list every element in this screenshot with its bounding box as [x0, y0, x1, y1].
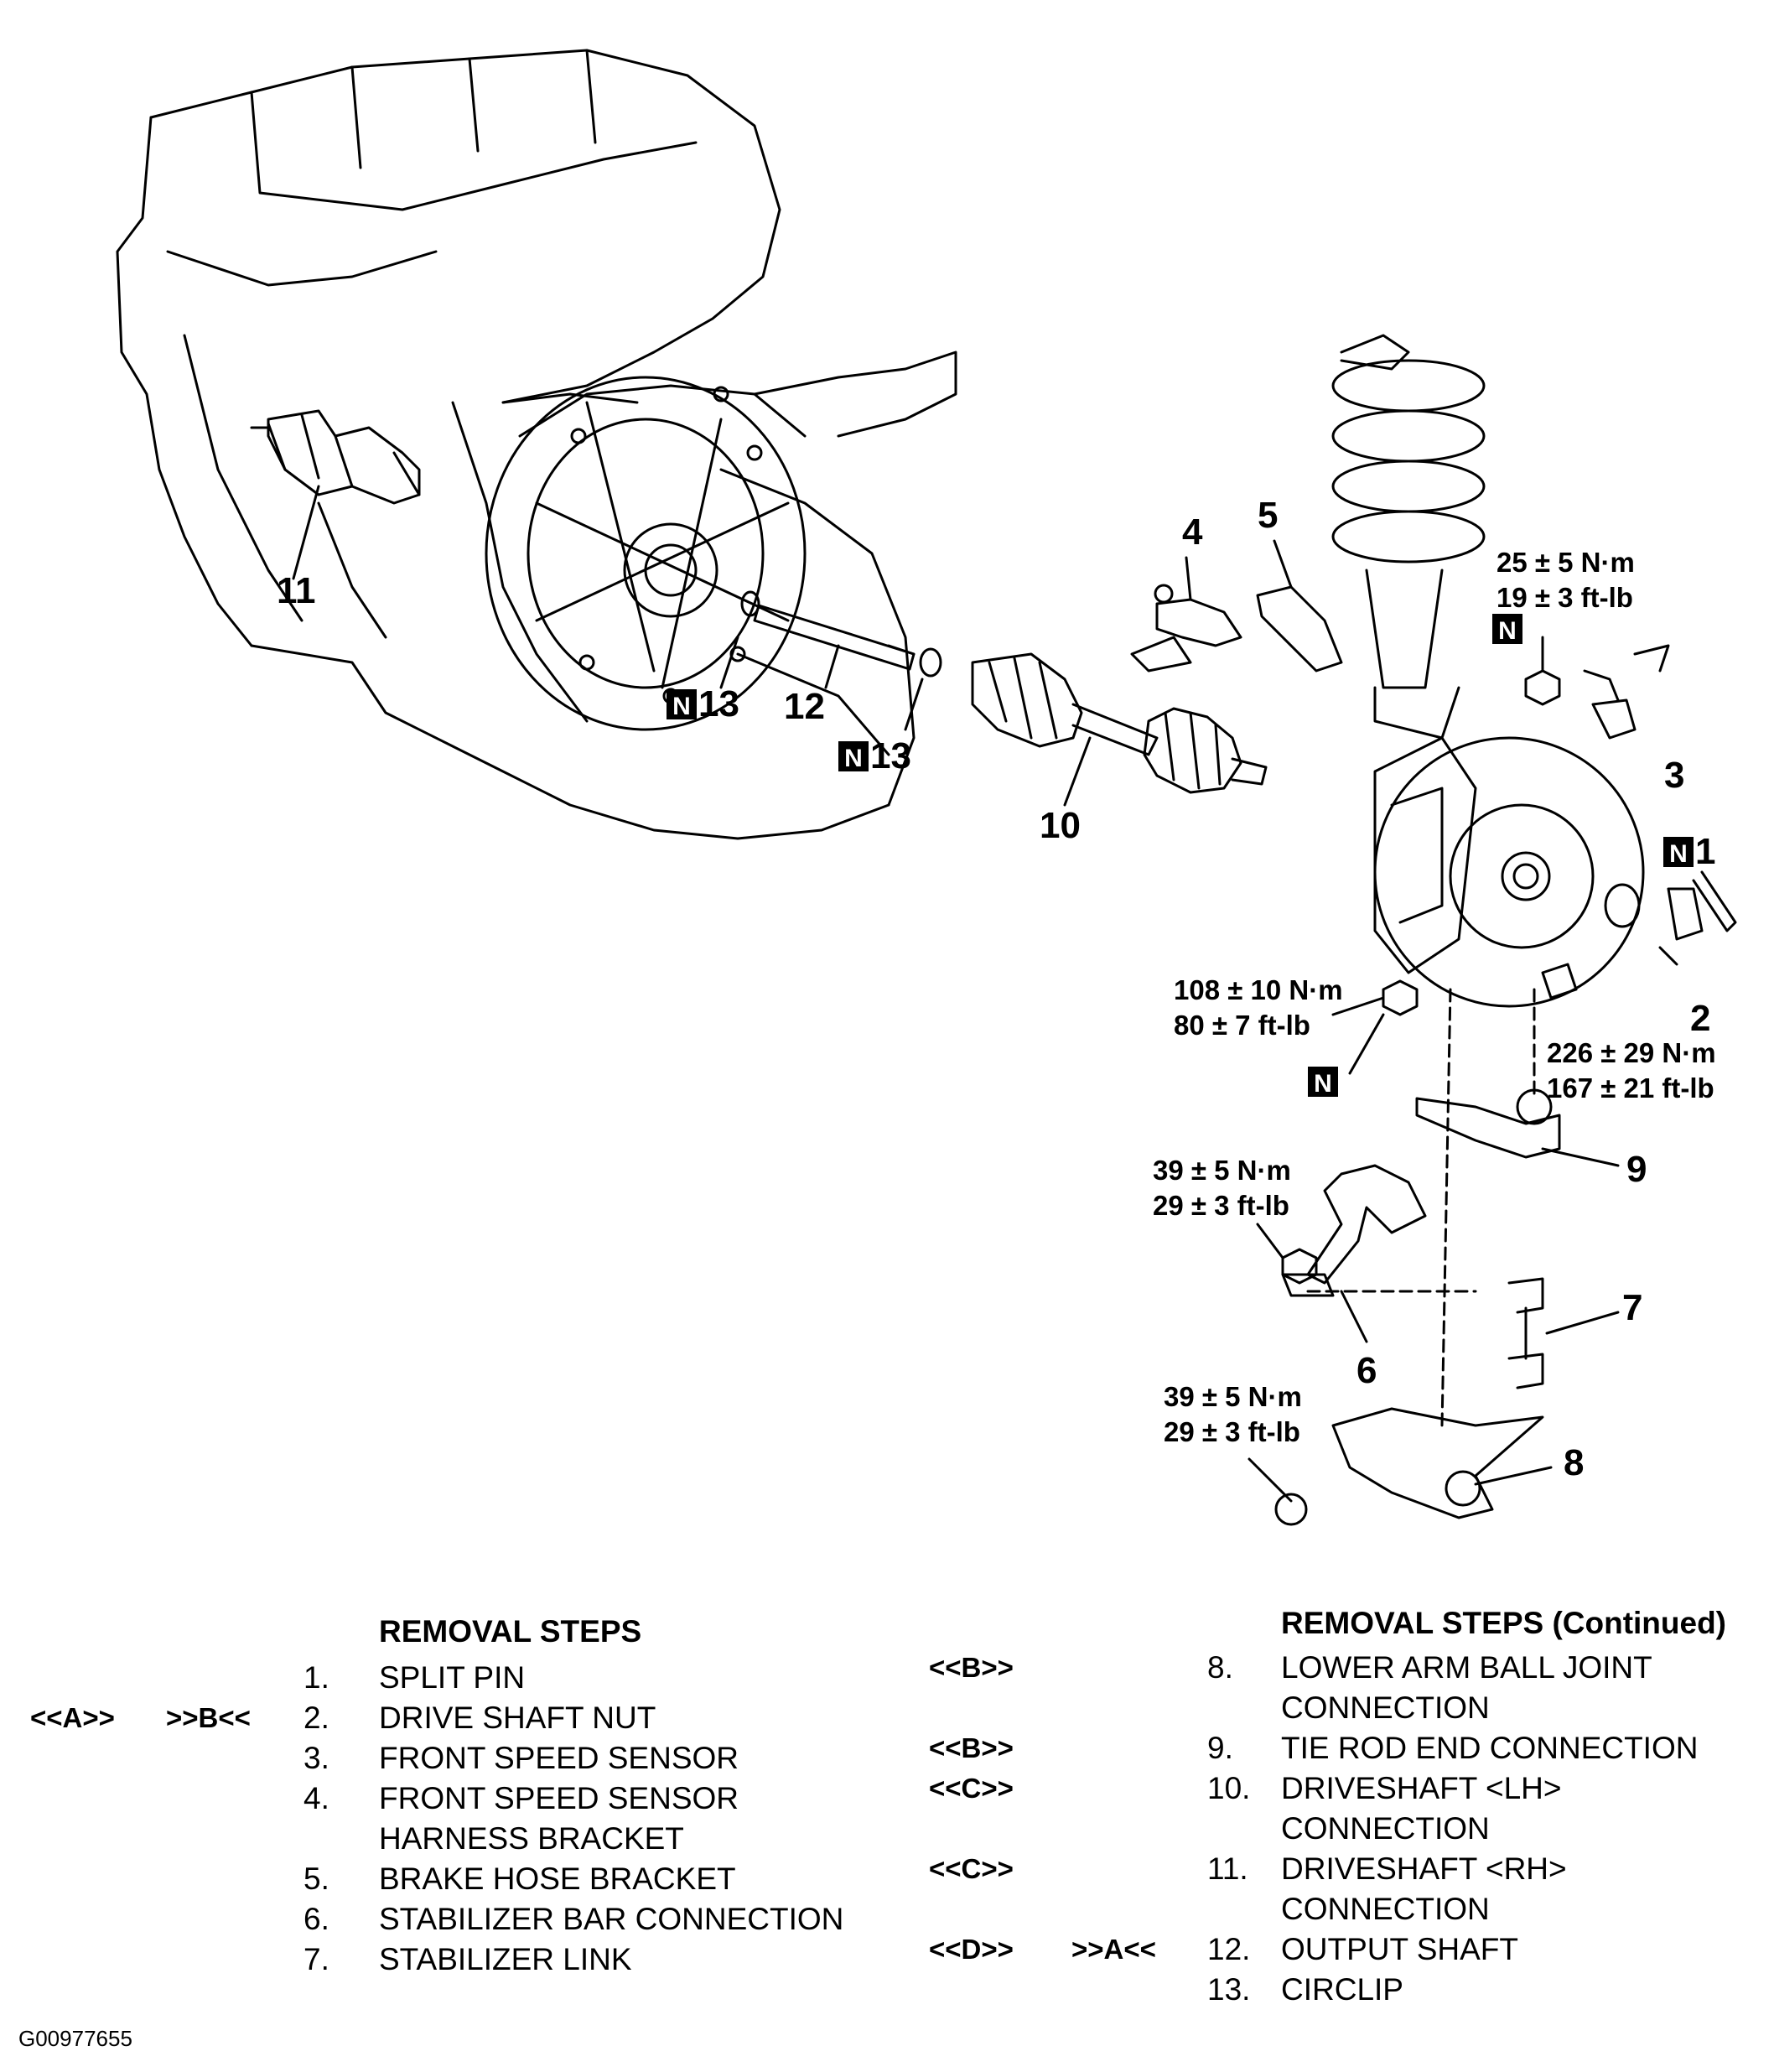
step-number: 13. [1207, 1972, 1251, 2007]
callout-3: 3 [1664, 755, 1685, 796]
new-part-mark: N [1492, 614, 1522, 645]
removal-steps-continued-title: REMOVAL STEPS (Continued) [1281, 1606, 1727, 1640]
step-code: <<B>> [929, 1652, 1014, 1683]
step-number: 12. [1207, 1932, 1251, 1966]
callout-6: 6 [1356, 1350, 1377, 1391]
step-text: CONNECTION [1281, 1892, 1490, 1926]
callout-13-left: 13 [698, 683, 739, 724]
step-text: SPLIT PIN [379, 1660, 526, 1695]
step-number: 2. [303, 1701, 329, 1735]
driveshaft-lh [971, 652, 1268, 807]
torque-stabilizer-nut: 39 ± 5 N·m 29 ± 3 ft-lb [1153, 1155, 1291, 1221]
step-number: 8. [1207, 1650, 1233, 1685]
callout-5: 5 [1258, 495, 1279, 536]
step-text: DRIVESHAFT <LH> [1281, 1771, 1562, 1805]
step-text: STABILIZER BAR CONNECTION [379, 1902, 844, 1936]
output-shaft [719, 590, 942, 731]
stabilizer [1281, 1164, 1620, 1389]
step-code: <<D>> [929, 1934, 1014, 1965]
torque-knuckle-nut: 108 ± 10 N·m 80 ± 7 ft-lb [1174, 974, 1343, 1041]
callout-11: 11 [277, 570, 316, 611]
step-text: HARNESS BRACKET [379, 1821, 684, 1856]
torque-strut-nut: 25 ± 5 N·m 19 ± 3 ft-lb [1496, 547, 1635, 613]
driveshaft-rh [250, 409, 421, 580]
step-number: 3. [303, 1741, 329, 1775]
step-code: <<B>> [929, 1732, 1014, 1763]
step-text: CIRCLIP [1281, 1972, 1403, 2007]
step-text: LOWER ARM BALL JOINT [1281, 1650, 1652, 1685]
front-speed-sensor [1583, 644, 1670, 740]
step-text: OUTPUT SHAFT [1281, 1932, 1518, 1966]
step-text: CONNECTION [1281, 1690, 1490, 1725]
step-text: BRAKE HOSE BRACKET [379, 1862, 736, 1896]
step-text: FRONT SPEED SENSOR [379, 1741, 739, 1775]
callout-1: 1 [1695, 831, 1716, 872]
brake-assembly [1373, 736, 1737, 1008]
step-number: 4. [303, 1781, 329, 1815]
engine-block [116, 49, 916, 840]
figure-id: G00977655 [18, 2026, 132, 2051]
callout-7: 7 [1622, 1287, 1643, 1328]
callout-8: 8 [1564, 1442, 1585, 1483]
callout-2: 2 [1690, 998, 1711, 1039]
step-text: STABILIZER LINK [379, 1942, 632, 1976]
exploded-view-drawing [116, 49, 1737, 1526]
callout-4: 4 [1182, 512, 1203, 553]
step-code: <<C>> [929, 1773, 1014, 1804]
callout-13-right: 13 [870, 735, 911, 776]
callout-12: 12 [784, 686, 825, 727]
step-number: 7. [303, 1942, 329, 1976]
callout-10: 10 [1040, 805, 1081, 846]
step-text: FRONT SPEED SENSOR [379, 1781, 739, 1815]
lower-arm [1274, 988, 1553, 1526]
new-part-mark: N [667, 689, 697, 720]
step-code: <<C>> [929, 1853, 1014, 1884]
step-text: CONNECTION [1281, 1811, 1490, 1846]
step-number: 9. [1207, 1731, 1233, 1765]
step-code: >>B<< [166, 1702, 251, 1733]
leader-lines [1248, 636, 1678, 1503]
new-part-mark: N [838, 741, 869, 772]
step-number: 1. [303, 1660, 329, 1695]
transaxle [485, 351, 957, 756]
step-text: TIE ROD END CONNECTION [1281, 1731, 1699, 1765]
step-number: 10. [1207, 1771, 1251, 1805]
strut-assembly [1331, 334, 1486, 740]
step-text: DRIVE SHAFT NUT [379, 1701, 656, 1735]
step-number: 6. [303, 1902, 329, 1936]
step-number: 11. [1207, 1851, 1248, 1886]
new-part-mark: N [1308, 1067, 1338, 1098]
step-code: <<A>> [30, 1702, 115, 1733]
new-part-mark: N [1663, 837, 1694, 868]
brackets [1130, 539, 1343, 672]
step-code: >>A<< [1071, 1934, 1156, 1965]
torque-drive-shaft-nut: 226 ± 29 N·m 167 ± 21 ft-lb [1547, 1037, 1716, 1104]
step-number: 5. [303, 1862, 329, 1896]
torque-lower-arm-nut: 39 ± 5 N·m 29 ± 3 ft-lb [1164, 1381, 1302, 1447]
callout-9: 9 [1626, 1149, 1647, 1190]
removal-steps-title: REMOVAL STEPS [379, 1614, 642, 1649]
step-text: DRIVESHAFT <RH> [1281, 1851, 1567, 1886]
